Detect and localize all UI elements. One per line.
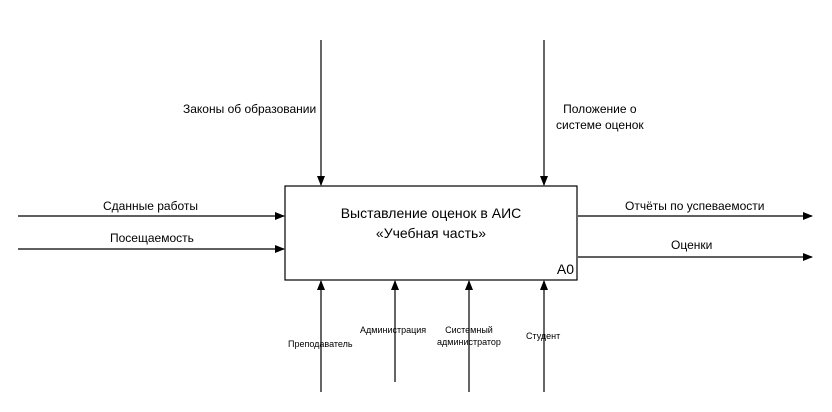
mechanism-label-sysadmin-line2: администратор (437, 336, 501, 347)
mechanism-label-student: Студент (526, 331, 561, 341)
output-label-grades: Оценки (671, 238, 713, 252)
function-title: Выставление оценок в АИС «Учебная часть» (285, 186, 577, 280)
input-label-submitted-works: Сданные работы (103, 199, 198, 213)
function-title-line2: «Учебная часть» (375, 225, 487, 242)
input-label-attendance: Посещаемость (110, 231, 194, 245)
control-label-laws: Законы об образовании (183, 102, 317, 116)
mechanism-label-administration: Администрация (360, 325, 427, 335)
function-title-line1: Выставление оценок в АИС (340, 205, 522, 221)
output-label-reports: Отчёты по успеваемости (625, 199, 765, 213)
control-label-regulation-line1: Положение о (563, 102, 637, 116)
function-box (284, 185, 578, 281)
control-label-regulation-line2: системе оценок (556, 117, 644, 132)
mechanism-label-sysadmin-line1: Системный (445, 325, 493, 335)
control-label-regulation: Положение о системе оценок (556, 102, 644, 133)
mechanism-label-teacher: Преподаватель (288, 339, 353, 349)
mechanism-label-sysadmin: Системный администратор (437, 325, 501, 348)
node-code: A0 (556, 261, 574, 277)
